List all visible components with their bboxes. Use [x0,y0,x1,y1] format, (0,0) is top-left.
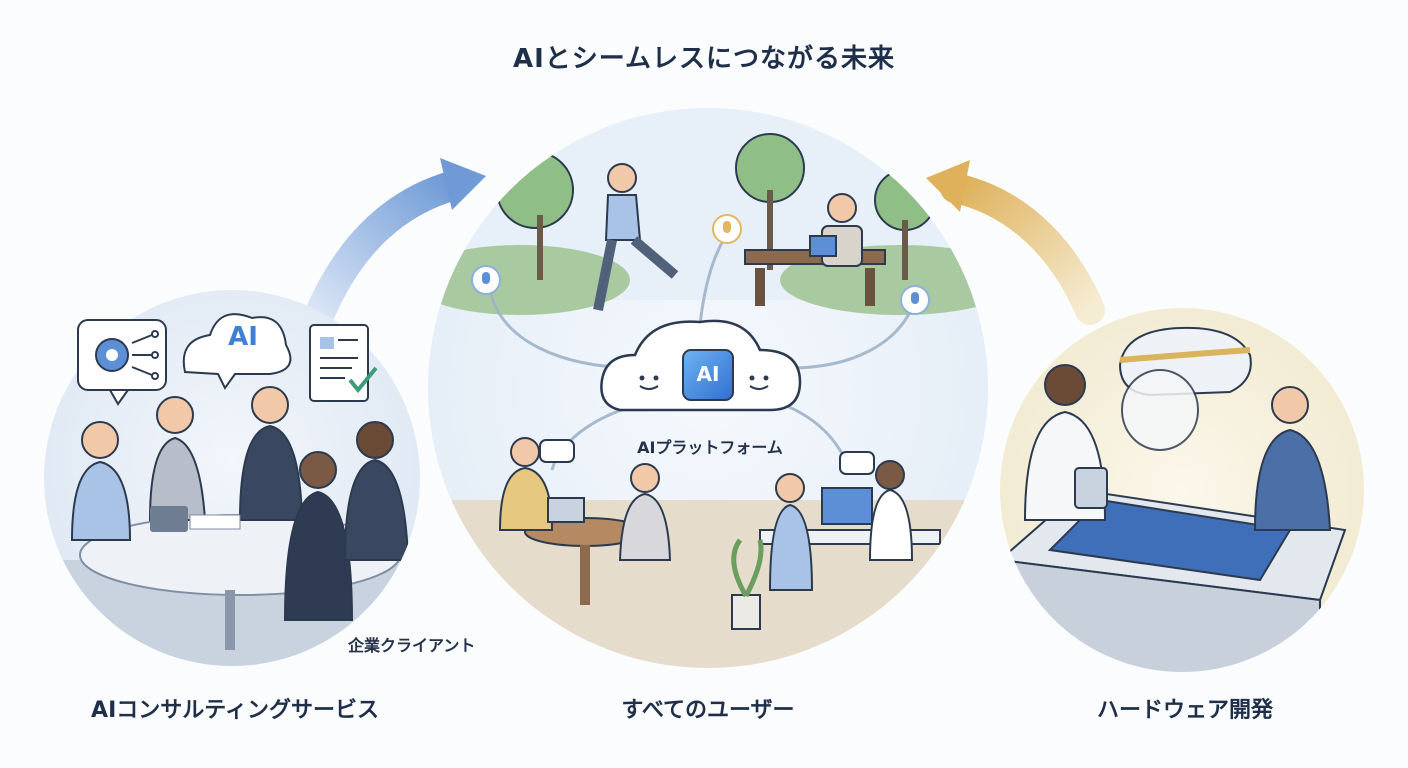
page-title: AIとシームレスにつながる未来 [512,44,896,74]
document-check-icon [309,324,378,402]
ai-platform-cloud [600,319,802,412]
platform-label: AIプラットフォーム [637,438,783,457]
hardware-caption: ハードウェア開発 [1096,698,1273,723]
chat-bubble-icon [539,439,575,463]
hardware-scene [1000,308,1364,672]
gear-icon [95,330,159,380]
platform-ai-badge: AI [696,362,720,386]
microphone-icon [471,265,501,295]
vr-headset-icon [1118,326,1252,451]
users-scene [428,108,988,668]
microphone-icon-3 [900,285,930,315]
chat-bubble-icon-2 [839,451,875,475]
left-flow-arrow [303,158,486,333]
consulting-caption: AIコンサルティングサービス [91,698,379,723]
microphone-icon-2 [712,214,742,244]
cloud-ai-bubble [182,313,292,390]
consulting-scene [44,290,420,666]
left-cloud-ai-label: AI [228,322,258,352]
right-flow-arrow [926,160,1105,325]
client-label: 企業クライアント [348,636,476,655]
users-caption: すべてのユーザー [621,698,795,723]
